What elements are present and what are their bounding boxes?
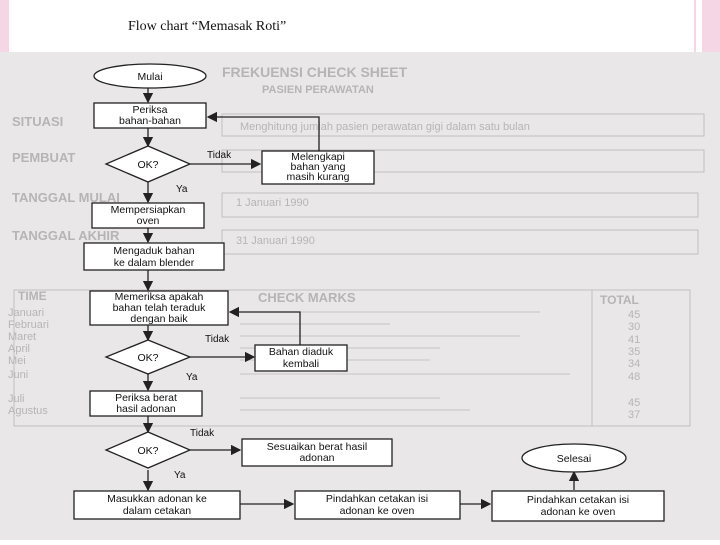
start-label: Mulai (137, 71, 162, 83)
end-label: Selesai (557, 453, 591, 465)
check-weight-label: hasil adonan (116, 403, 176, 415)
mix-label: ke dalam blender (114, 257, 195, 269)
process-mix (83, 242, 225, 271)
process-move-pan-1 (294, 490, 461, 520)
complete-ingredients-label: masih kurang (286, 171, 349, 183)
flowchart-diagram: FREKUENSI CHECK SHEET PASIEN PERAWATAN S… (8, 63, 705, 522)
arrow-remix-back (228, 306, 301, 345)
process-complete-ingredients (261, 150, 375, 185)
decision3-label: OK? (137, 445, 158, 457)
sheet-row-value: 31 Januari 1990 (236, 235, 315, 247)
sheet-row-box (221, 192, 699, 218)
yes-label: Ya (186, 372, 198, 383)
sheet-row-value: Menghitung jumlah pasien perawatan gigi … (240, 121, 530, 133)
move-pan-2-label: adonan ke oven (541, 506, 616, 518)
sheet-row-label: PEMBUAT (12, 150, 75, 165)
process-move-pan-2 (491, 490, 665, 522)
sheet-heading-1: FREKUENSI CHECK SHEET (222, 64, 408, 80)
sheet-month: Maret (8, 331, 36, 343)
process-check-mix (89, 290, 229, 326)
sheet-row-value: 1 Januari 1990 (236, 197, 309, 209)
remix-label: Bahan diaduk (269, 346, 334, 358)
process-check-weight (89, 390, 203, 417)
background-check-sheet: FREKUENSI CHECK SHEET PASIEN PERAWATAN S… (8, 64, 705, 427)
sheet-month: Mei (8, 355, 26, 367)
check-mix-label: bahan telah teraduk (113, 302, 207, 314)
left-decor-stripe (0, 0, 9, 52)
complete-ingredients-label: Melengkapi (291, 151, 345, 163)
mix-label: Mengaduk bahan (113, 245, 194, 257)
process-remix (254, 344, 348, 372)
sheet-row-box (221, 113, 705, 137)
sheet-table-header: TOTAL (600, 293, 639, 307)
decision1-diamond (104, 145, 192, 183)
check-weight-label: Periksa berat (115, 392, 177, 404)
decision2-label: OK? (137, 352, 158, 364)
sheet-total: 45 (628, 397, 640, 409)
sheet-total: 34 (628, 358, 640, 370)
scanned-page: FREKUENSI CHECK SHEET PASIEN PERAWATAN S… (0, 52, 720, 540)
arrow-complete-back (206, 111, 320, 151)
sheet-month: Februari (8, 319, 49, 331)
start-terminal (93, 63, 207, 89)
check-mix-label: dengan baik (130, 313, 188, 325)
sheet-row-label: TANGGAL MULAI (12, 190, 120, 205)
sheet-total: 41 (628, 334, 640, 346)
move-pan-1-label: adonan ke oven (340, 505, 415, 517)
adjust-weight-label: adonan (299, 452, 334, 464)
check-ingredients-label: bahan-bahan (119, 115, 181, 127)
process-adjust-weight (241, 438, 393, 467)
sheet-month: Januari (8, 307, 44, 319)
sheet-row-label: TANGGAL AKHIR (12, 228, 120, 243)
sheet-table-header: TIME (18, 289, 47, 303)
flow-connectors (142, 88, 580, 510)
end-terminal (521, 443, 627, 473)
sheet-total: 45 (628, 309, 640, 321)
decision1-label: OK? (137, 159, 158, 171)
sheet-month: Juli (8, 393, 25, 405)
yes-label: Ya (176, 184, 188, 195)
sheet-total: 30 (628, 321, 640, 333)
prepare-oven-label: Mempersiapkan (111, 204, 186, 216)
put-in-pan-label: Masukkan adonan ke (107, 493, 207, 505)
sheet-total: 35 (628, 346, 640, 358)
yes-label: Ya (174, 470, 186, 481)
flow-nodes (73, 63, 665, 522)
check-ingredients-label: Periksa (132, 104, 167, 116)
no-label: Tidak (190, 428, 215, 439)
sheet-total: 48 (628, 371, 640, 383)
decision2-diamond (104, 339, 192, 375)
adjust-weight-label: Sesuaikan berat hasil (267, 441, 367, 453)
flow-labels: Mulai Periksa bahan-bahan OK? Melengkapi… (107, 71, 629, 518)
complete-ingredients-label: bahan yang (291, 161, 346, 173)
sheet-table (13, 289, 691, 427)
sheet-total: 37 (628, 409, 640, 421)
decision3-diamond (104, 431, 192, 469)
put-in-pan-label: dalam cetakan (123, 505, 191, 517)
no-label: Tidak (205, 334, 230, 345)
sheet-row-box (221, 229, 699, 255)
prepare-oven-label: oven (137, 215, 160, 227)
sheet-table-header: CHECK MARKS (258, 290, 356, 305)
sheet-month: Juni (8, 369, 28, 381)
sheet-heading-2: PASIEN PERAWATAN (262, 84, 374, 96)
check-mix-label: Memeriksa apakah (115, 291, 204, 303)
sheet-row-box (221, 149, 705, 173)
sheet-month: Agustus (8, 405, 48, 417)
right-decor-stripe (702, 0, 720, 52)
slide-title: Flow chart “Memasak Roti” (128, 19, 287, 34)
process-put-in-pan (73, 490, 241, 520)
slide-header: Flow chart “Memasak Roti” (0, 0, 720, 52)
process-prepare-oven (91, 202, 205, 229)
process-check-ingredients (93, 102, 207, 129)
branch-labels: Tidak Ya Tidak Ya Tidak Ya (174, 150, 232, 481)
sheet-row-label: SITUASI (12, 114, 63, 129)
no-label: Tidak (207, 150, 232, 161)
remix-label: kembali (283, 358, 319, 370)
sheet-month: April (8, 343, 30, 355)
move-pan-1-label: Pindahkan cetakan isi (326, 493, 428, 505)
move-pan-2-label: Pindahkan cetakan isi (527, 494, 629, 506)
right-decor-line (694, 0, 696, 52)
